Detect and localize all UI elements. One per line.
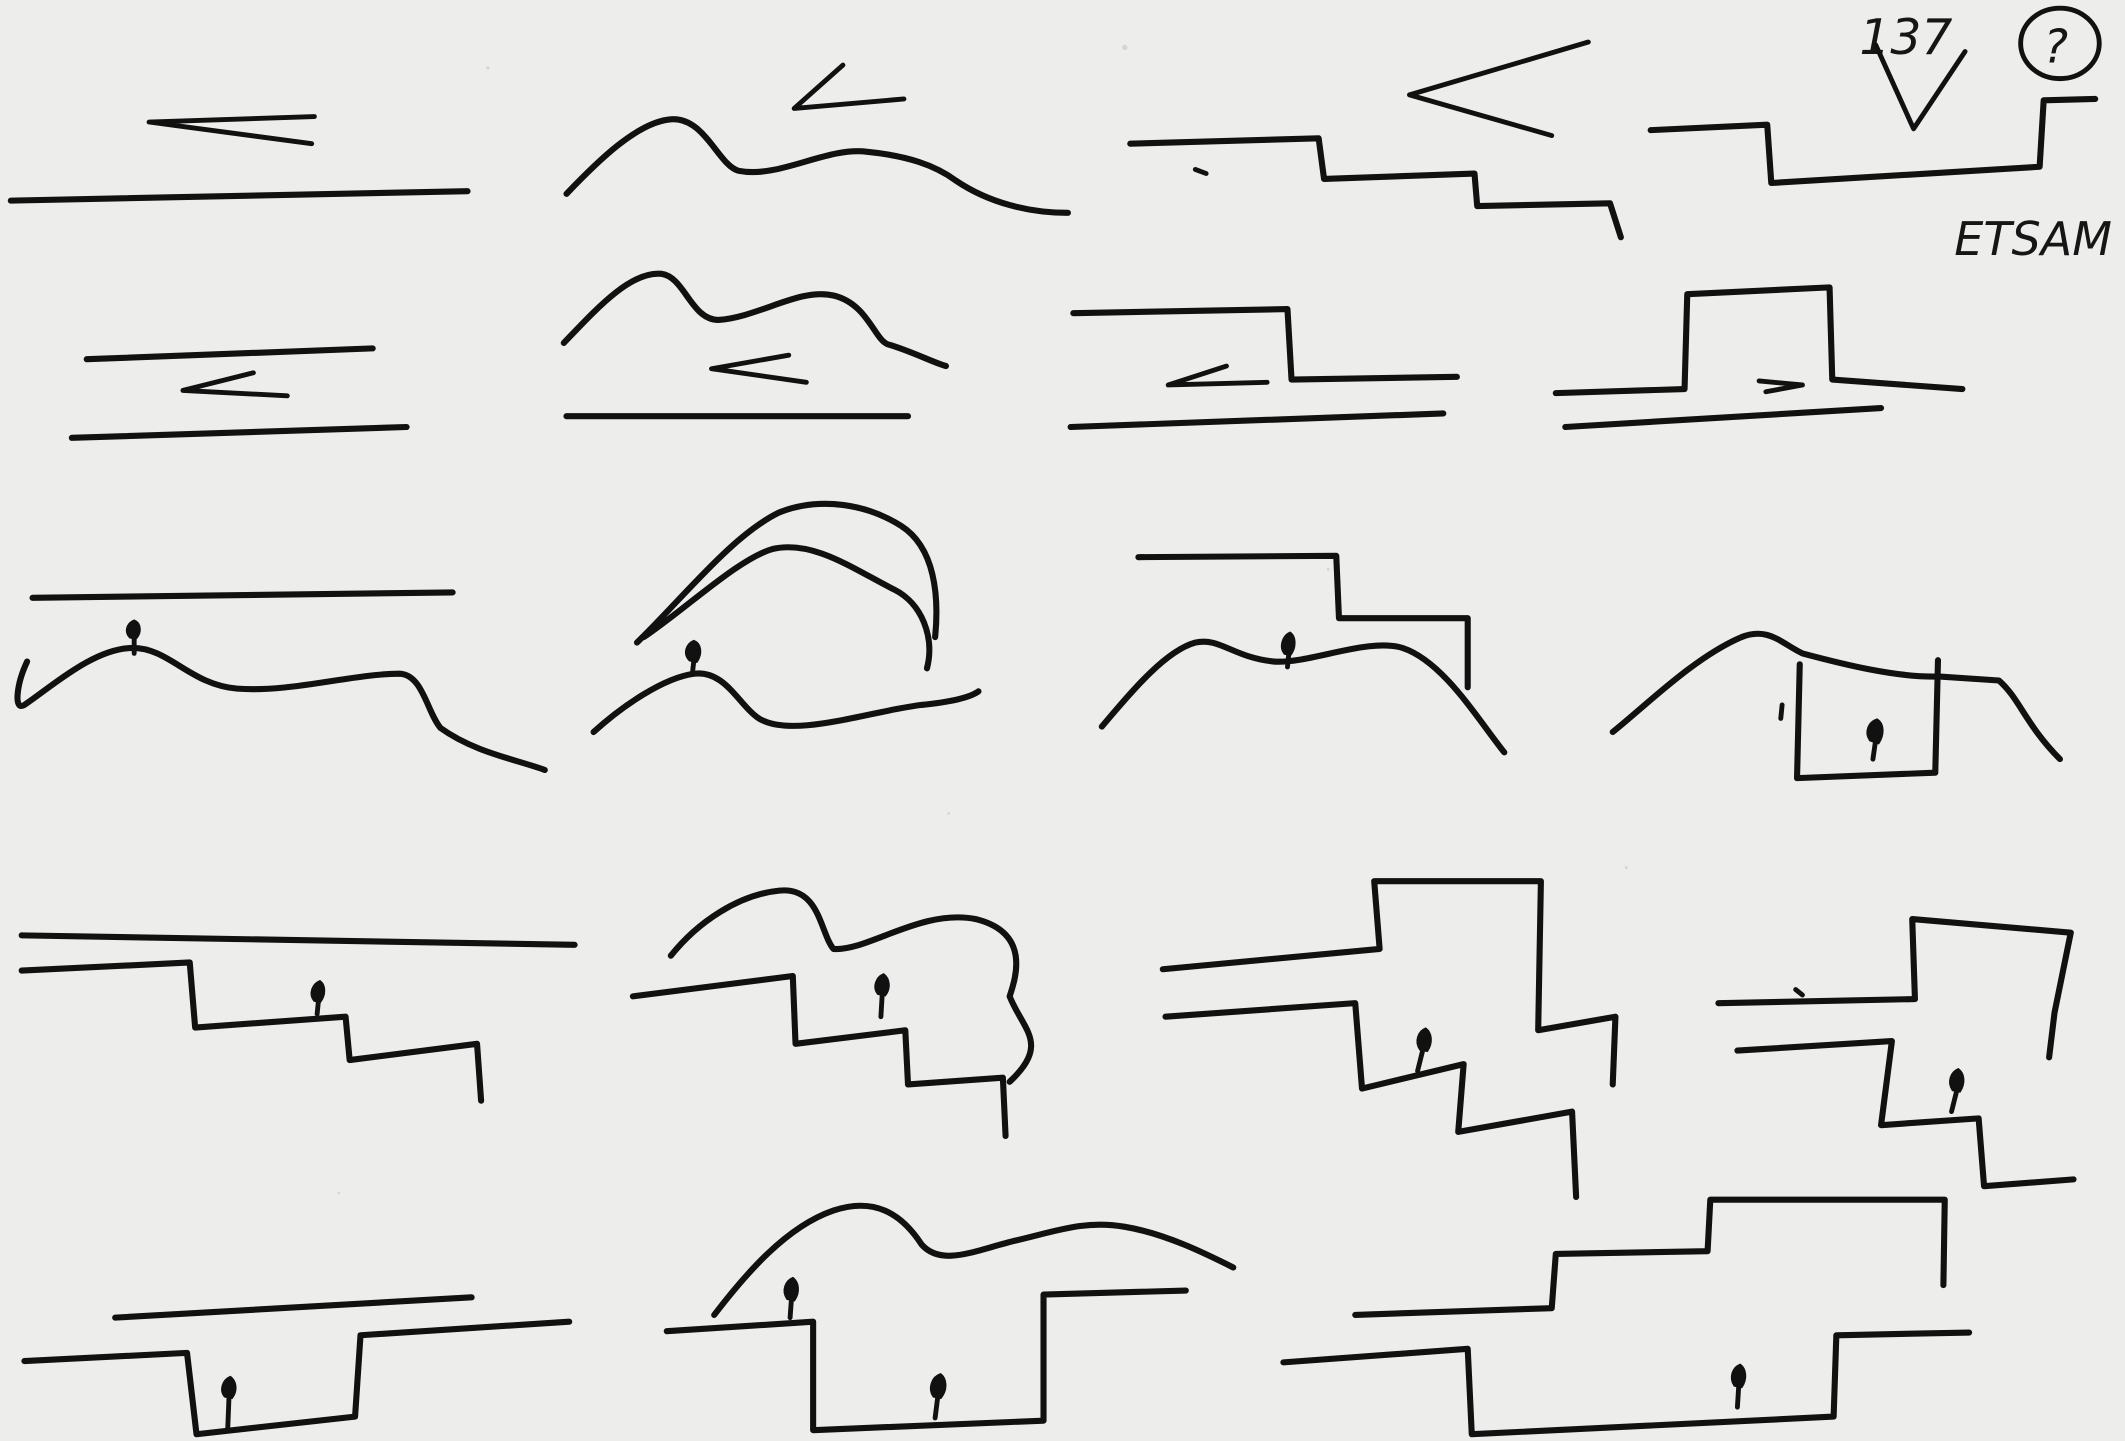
standing-figure-4 — [1868, 720, 1883, 759]
standing-figure-8 — [1950, 1070, 1963, 1112]
sketch-2-1 — [72, 348, 407, 437]
row-1-horizon-studies — [11, 42, 2095, 237]
sketch-2-2 — [564, 274, 946, 416]
sketch-4-2 — [633, 890, 1031, 1136]
circled-number: ? — [2044, 19, 2068, 73]
standing-figure-9 — [222, 1377, 235, 1430]
sheet-number: 137 — [1859, 9, 1952, 66]
sketch-5-2 — [667, 1206, 1233, 1430]
row-2-ground-and-cover-studies — [72, 274, 1963, 438]
sketch-3-4 — [1613, 634, 2060, 778]
sketch-3-2 — [594, 504, 979, 732]
sketch-3-1 — [17, 592, 544, 770]
sketch-2-3 — [1071, 309, 1457, 427]
standing-figure-6 — [876, 975, 889, 1017]
sketch-5-1 — [24, 1297, 569, 1434]
standing-figure-2 — [686, 641, 700, 672]
row-3-figure-on-hill-studies — [17, 504, 2059, 778]
school-label: ETSAM — [1954, 212, 2112, 266]
sketch-5-3 — [1283, 1200, 1969, 1435]
sketch-1-2 — [566, 65, 1067, 213]
row-5-figure-in-pit-studies — [24, 1200, 1969, 1435]
sketch-4-3 — [1163, 881, 1616, 1197]
standing-figure-11 — [931, 1375, 945, 1418]
sketch-1-4 — [1651, 99, 2096, 183]
sketch-3-3 — [1102, 556, 1505, 753]
sketch-1-1 — [11, 117, 468, 201]
sketch-2-4 — [1556, 287, 1963, 427]
sketch-4-4 — [1718, 919, 2073, 1186]
standing-figure-5 — [312, 981, 324, 1014]
standing-figure-7 — [1418, 1029, 1431, 1071]
row-4-figure-on-steps-studies — [22, 881, 2074, 1197]
standing-figure-12 — [1732, 1365, 1745, 1407]
header-annotations: 137 ? ETSAM — [1859, 8, 2112, 266]
standing-figure-10 — [785, 1278, 798, 1317]
sketch-4-1 — [22, 935, 575, 1100]
sketch-1-3 — [1130, 42, 1621, 237]
